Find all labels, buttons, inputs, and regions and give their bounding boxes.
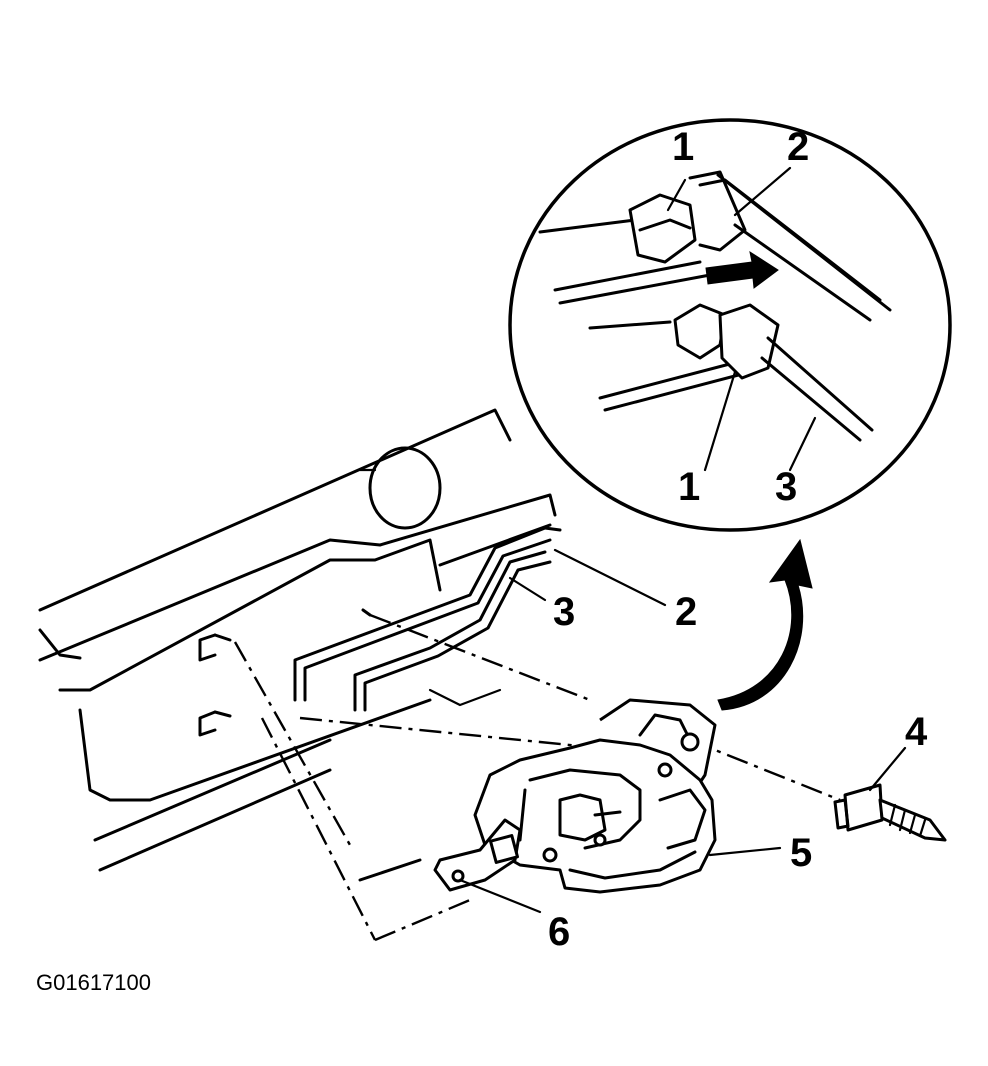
- callout-detail-rod-bottom: 3: [775, 465, 797, 509]
- rod-3: [353, 550, 552, 712]
- callout-labels: 1 2 1 3 2 3 4 5 6: [548, 125, 928, 954]
- callout-detail-rod-top: 2: [787, 125, 809, 169]
- callout-handle: 5: [790, 831, 812, 875]
- callout-rod-3: 3: [553, 590, 575, 634]
- detail-view: [508, 118, 952, 532]
- door-panel: [38, 408, 557, 882]
- screw-fastener: [833, 783, 947, 842]
- door-clip-slots: [198, 608, 372, 737]
- rod-2: [293, 526, 562, 702]
- callout-leaders: [458, 548, 907, 914]
- callout-detail-clip-top: 1: [672, 125, 694, 169]
- figure-id: G01617100: [36, 970, 151, 995]
- callout-detail-clip-bottom: 1: [678, 465, 700, 509]
- callout-bracket: 6: [548, 910, 570, 954]
- access-hole: [358, 446, 442, 530]
- alignment-lines: [233, 613, 841, 942]
- callout-fastener: 4: [905, 710, 928, 754]
- inside-handle-assembly: [473, 698, 717, 894]
- handle-bracket: [433, 818, 522, 892]
- detail-reference-arrow: [717, 538, 813, 711]
- callout-rod-2: 2: [675, 590, 697, 634]
